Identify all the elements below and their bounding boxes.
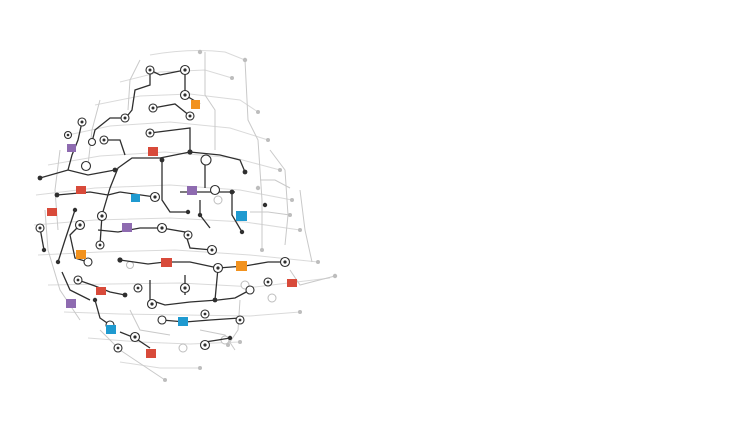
- red-square: [76, 186, 86, 194]
- blue-square: [236, 211, 247, 221]
- purple-square: [122, 223, 132, 232]
- dark-circuit-lines: [39, 69, 285, 349]
- orange-square: [191, 100, 200, 109]
- red-square: [161, 258, 172, 267]
- circuit-nodes: [35, 64, 291, 353]
- red-square: [148, 147, 158, 156]
- colored-markers: [47, 100, 297, 358]
- purple-square: [187, 186, 197, 195]
- blue-square: [178, 317, 188, 326]
- red-square: [96, 287, 106, 295]
- faint-circuit-lines: [33, 49, 338, 382]
- blue-square: [131, 194, 140, 202]
- orange-square: [236, 261, 247, 271]
- red-square: [287, 279, 297, 287]
- purple-square: [66, 299, 76, 308]
- orange-square: [76, 250, 86, 259]
- blue-square: [106, 325, 116, 334]
- red-square: [146, 349, 156, 358]
- purple-square: [67, 144, 76, 152]
- red-square: [47, 208, 57, 216]
